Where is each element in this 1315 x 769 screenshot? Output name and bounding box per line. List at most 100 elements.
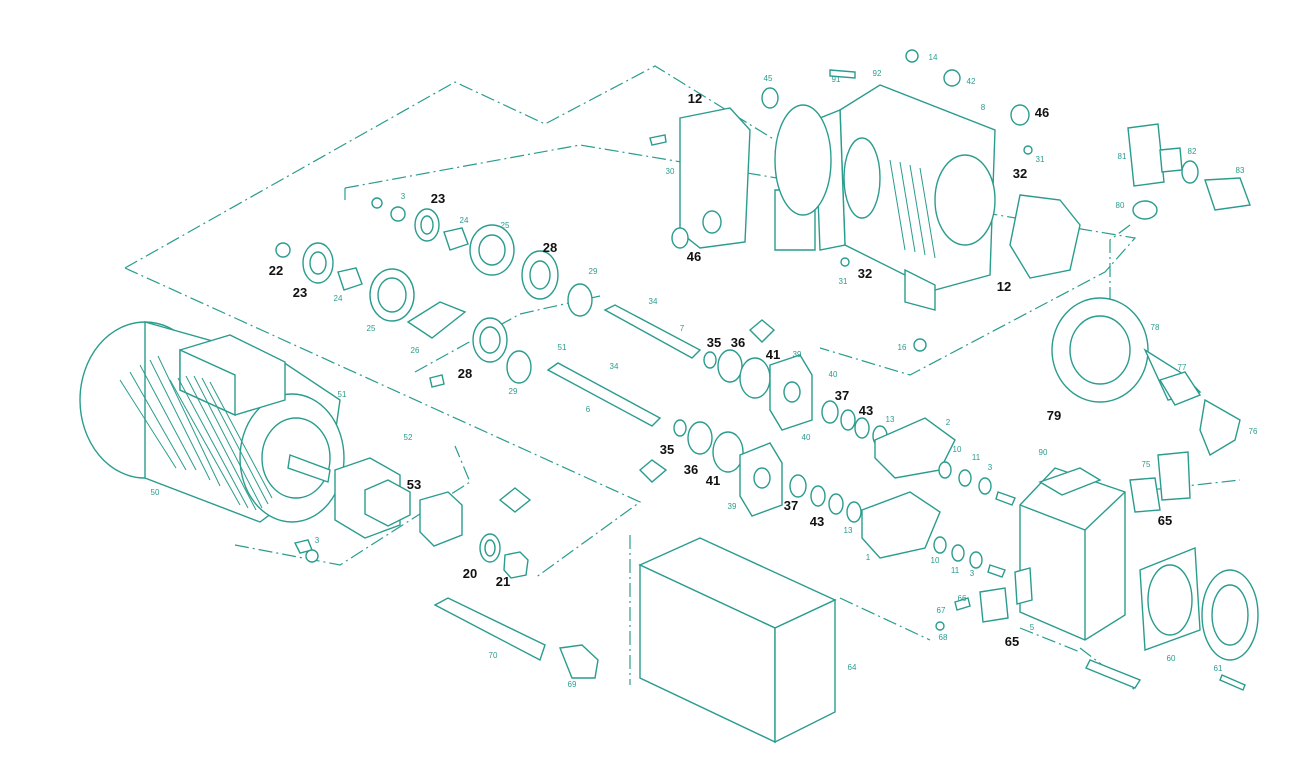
part-label-46b: 46 (687, 249, 701, 264)
part-label-32a: 32 (1013, 166, 1027, 181)
part-label-11a: 11 (972, 453, 981, 462)
part-label-13a: 13 (886, 415, 895, 424)
part-label-29a: 29 (589, 267, 598, 276)
part-label-12a: 12 (688, 91, 702, 106)
part-label-36a: 36 (731, 335, 745, 350)
part-label-13b: 13 (844, 526, 853, 535)
part-label-6: 6 (586, 405, 591, 414)
part-label-40a: 40 (829, 370, 838, 379)
part-label-24b: 24 (334, 294, 343, 303)
part-label-42: 42 (967, 77, 976, 86)
part-label-50: 50 (151, 488, 160, 497)
part-label-20: 20 (463, 566, 477, 581)
part-label-91: 91 (832, 75, 841, 84)
part-label-43b: 43 (810, 514, 824, 529)
part-label-51b: 51 (558, 343, 567, 352)
gear-train-left (275, 197, 593, 388)
part-label-3b: 3 (988, 463, 993, 472)
part-label-64: 64 (848, 663, 857, 672)
part-label-83: 83 (1236, 166, 1245, 175)
part-label-80: 80 (1116, 201, 1125, 210)
side-cover (649, 87, 1081, 352)
part-label-29b: 29 (509, 387, 518, 396)
part-label-11b: 11 (951, 566, 960, 575)
part-label-22: 22 (269, 263, 283, 278)
part-label-65a: 65 (1158, 513, 1172, 528)
part-label-7: 7 (680, 324, 685, 333)
part-labels: 1 2 3 3 3 3 5 6 7 8 10 10 11 11 12 12 13… (151, 53, 1258, 689)
shafts-lower (433, 597, 599, 679)
part-label-77: 77 (1178, 363, 1187, 372)
part-label-1: 1 (866, 553, 871, 562)
part-label-66: 66 (958, 594, 967, 603)
part-label-30: 30 (666, 167, 675, 176)
rotors (861, 417, 1016, 578)
part-label-35a: 35 (707, 335, 721, 350)
part-label-78: 78 (1151, 323, 1160, 332)
part-label-45: 45 (764, 74, 773, 83)
part-label-40b: 40 (802, 433, 811, 442)
part-label-69: 69 (568, 680, 577, 689)
part-label-21: 21 (496, 574, 510, 589)
part-label-23a: 23 (431, 191, 445, 206)
part-label-25a: 25 (501, 221, 510, 230)
part-label-53: 53 (407, 477, 421, 492)
part-label-67: 67 (937, 606, 946, 615)
inlet-fittings (1127, 123, 1251, 220)
part-label-37a: 37 (835, 388, 849, 403)
part-label-12b: 12 (997, 279, 1011, 294)
part-label-52: 52 (404, 433, 413, 442)
motor-cooling-fins (119, 355, 273, 511)
part-label-8: 8 (981, 103, 986, 112)
part-label-14: 14 (929, 53, 938, 62)
volute-assembly (1051, 297, 1241, 457)
part-label-41b: 41 (706, 473, 720, 488)
part-label-37b: 37 (784, 498, 798, 513)
part-label-34a: 34 (649, 297, 658, 306)
part-label-92: 92 (873, 69, 882, 78)
part-label-61: 61 (1214, 664, 1223, 673)
part-label-5: 5 (1030, 623, 1035, 632)
part-label-3c: 3 (970, 569, 975, 578)
part-label-46a: 46 (1035, 105, 1049, 120)
part-label-36b: 36 (684, 462, 698, 477)
part-label-31a: 31 (1036, 155, 1045, 164)
part-label-65b: 65 (1005, 634, 1019, 649)
part-label-3d: 3 (315, 536, 320, 545)
housing-fins (889, 159, 936, 259)
part-label-41a: 41 (766, 347, 780, 362)
part-label-28a: 28 (543, 240, 557, 255)
part-label-10a: 10 (953, 445, 962, 454)
shafts-upper (546, 304, 717, 437)
part-label-76: 76 (1249, 427, 1258, 436)
motor-assembly (79, 321, 345, 523)
part-label-2: 2 (946, 418, 951, 427)
part-label-39b: 39 (728, 502, 737, 511)
part-label-3a: 3 (401, 192, 406, 201)
part-label-82: 82 (1188, 147, 1197, 156)
part-label-43a: 43 (859, 403, 873, 418)
part-label-34b: 34 (610, 362, 619, 371)
part-label-32b: 32 (858, 266, 872, 281)
seal-rings (789, 400, 888, 523)
part-label-26: 26 (411, 346, 420, 355)
fan-guard (935, 546, 1259, 691)
part-label-75: 75 (1142, 460, 1151, 469)
part-label-24a: 24 (460, 216, 469, 225)
part-label-16: 16 (898, 343, 907, 352)
gearbox-casing (979, 451, 1191, 641)
part-label-68: 68 (939, 633, 948, 642)
part-label-60: 60 (1167, 654, 1176, 663)
part-label-23b: 23 (293, 285, 307, 300)
part-label-90: 90 (1039, 448, 1048, 457)
part-label-28b: 28 (458, 366, 472, 381)
part-label-31b: 31 (839, 277, 848, 286)
part-label-10b: 10 (931, 556, 940, 565)
part-label-79: 79 (1047, 408, 1061, 423)
pump-housing (774, 49, 996, 311)
part-label-35b: 35 (660, 442, 674, 457)
assembly-guide-lines (124, 65, 1241, 691)
part-label-25b: 25 (367, 324, 376, 333)
part-label-51a: 51 (338, 390, 347, 399)
